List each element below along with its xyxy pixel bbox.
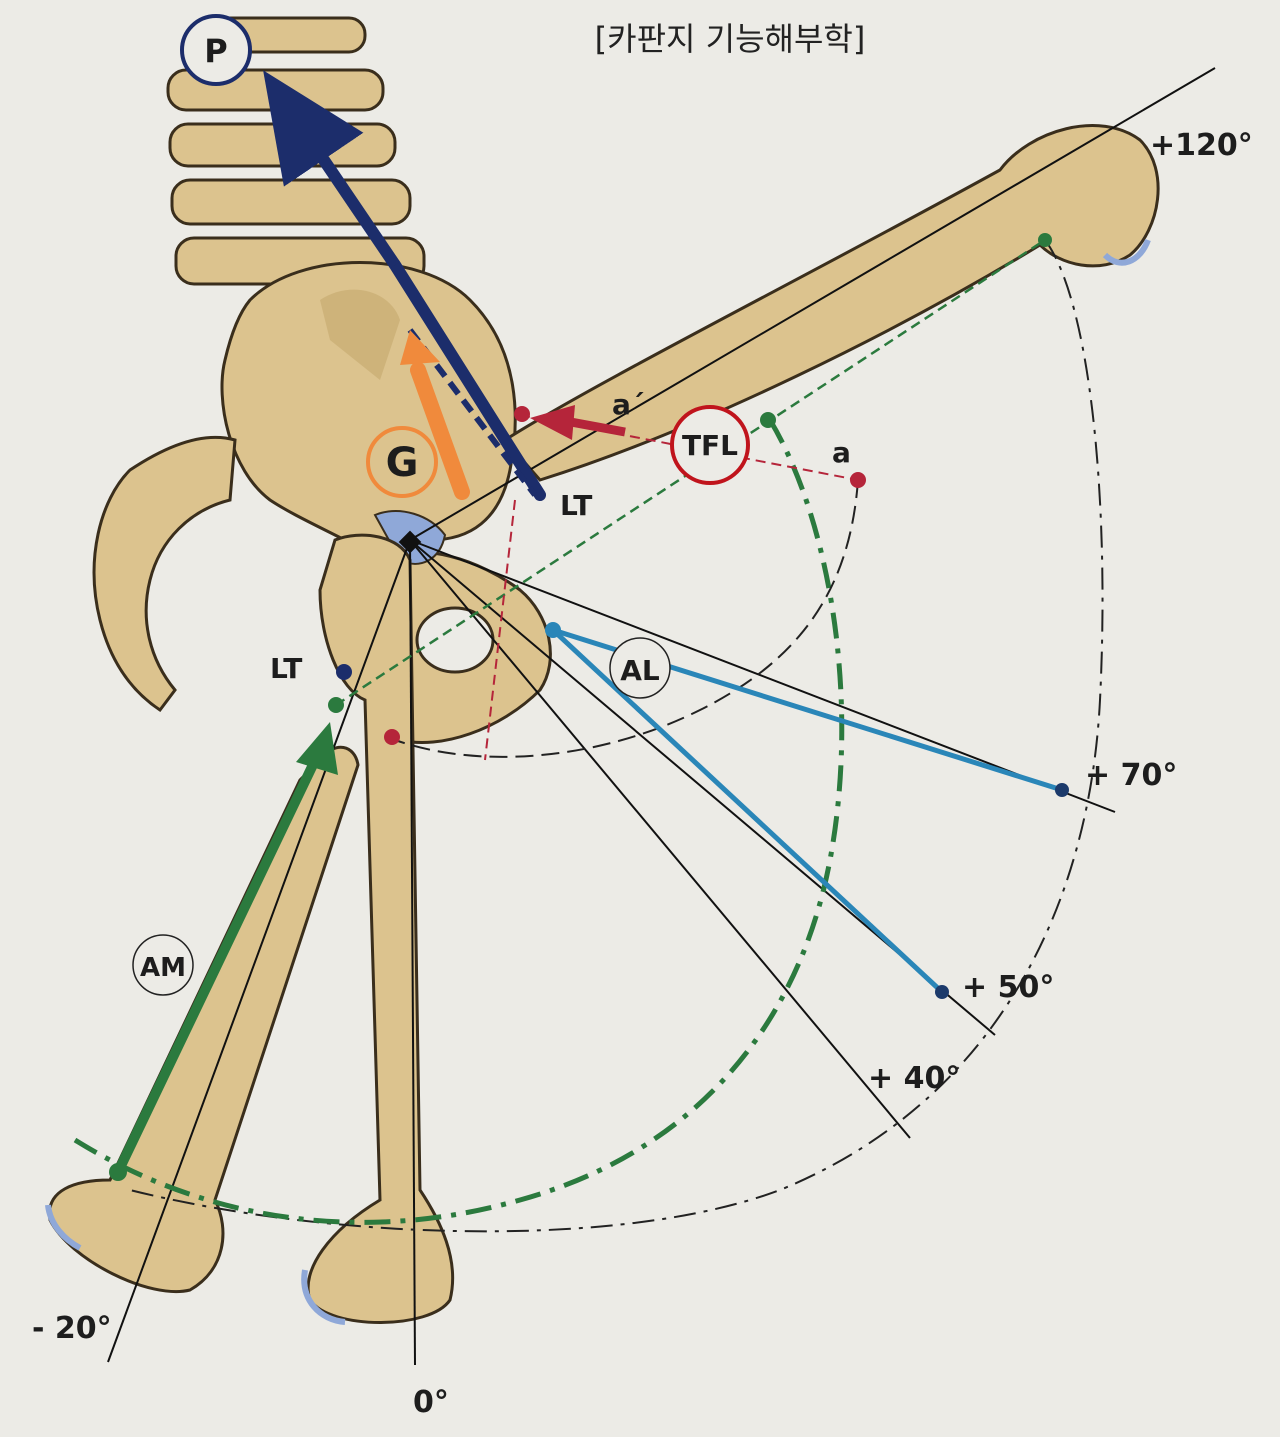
am-insertion-dot	[109, 1163, 127, 1181]
angle-label-40: + 40°	[868, 1061, 960, 1096]
gluteus-vector	[410, 362, 470, 500]
sacrum-coccyx	[92, 435, 237, 713]
tfl-label: TFL	[682, 429, 738, 462]
am-label: AM	[140, 953, 186, 983]
al-label-ring	[609, 637, 671, 699]
axis-line-70	[409, 539, 1116, 813]
axis-line-minus20	[107, 539, 411, 1363]
tfl-neutral-dot	[384, 729, 400, 745]
a-prime-label: a´	[612, 388, 645, 421]
femur-head-dot	[1038, 233, 1052, 247]
psoas-vector	[389, 259, 546, 501]
condyle-cartilage	[301, 1269, 346, 1325]
tfl-origin-dot	[514, 406, 530, 422]
angle-label-0: 0°	[413, 1385, 449, 1420]
am-arrowhead	[296, 722, 338, 775]
a-label: a	[832, 436, 851, 469]
condyle-cartilage	[1102, 238, 1151, 266]
lt-lower-label: LT	[270, 652, 302, 685]
axis-line-40	[409, 539, 911, 1139]
axis-line-0	[409, 539, 416, 1366]
tfl-label-ring	[670, 405, 750, 485]
lt-green-dot	[328, 697, 344, 713]
am-arc	[73, 418, 845, 1225]
axis-line-120	[409, 67, 1216, 541]
psoas-label-ring	[180, 14, 252, 86]
angle-label-minus20: - 20°	[32, 1311, 112, 1346]
al-origin-dot	[545, 622, 561, 638]
angle-label-120: +120°	[1150, 128, 1253, 163]
femur-shaft-minus20	[48, 745, 360, 1293]
femur-shaft-120	[502, 124, 1160, 482]
am-vector	[113, 747, 325, 1175]
al-label: AL	[620, 654, 660, 687]
tfl-arrowhead	[530, 405, 575, 440]
angle-label-50: + 50°	[962, 970, 1054, 1005]
al-70-dot	[1055, 783, 1069, 797]
gluteus-label: G	[386, 440, 419, 486]
gluteus-arrowhead	[400, 330, 440, 365]
pelvis	[92, 261, 552, 745]
gluteus-label-ring	[366, 426, 438, 498]
femur-adducted	[45, 745, 360, 1293]
psoas-vector-head	[263, 70, 400, 269]
point-a-dot	[850, 472, 866, 488]
source-caption: [카판지 기능해부학]	[595, 20, 866, 58]
am-label-ring	[132, 934, 194, 996]
al-50-dot	[935, 985, 949, 999]
vertebra	[170, 178, 412, 226]
hip-center-marker	[398, 530, 422, 554]
vertebra	[168, 122, 397, 168]
lt-navy-dot	[336, 664, 352, 680]
obturator-foramen	[415, 606, 495, 674]
lt-upper-label: LT	[560, 489, 592, 522]
femur-abducted	[502, 124, 1160, 482]
al-vector-50	[551, 628, 944, 994]
tfl-arc	[394, 479, 859, 758]
am-arc-dot	[760, 412, 776, 428]
angle-label-70: + 70°	[1085, 758, 1177, 793]
condyle-cartilage	[45, 1204, 82, 1251]
tfl-drop-line	[484, 499, 516, 761]
psoas-label: P	[204, 32, 227, 70]
outer-arc	[129, 239, 1104, 1233]
iliac-fossa-shade	[320, 289, 400, 380]
